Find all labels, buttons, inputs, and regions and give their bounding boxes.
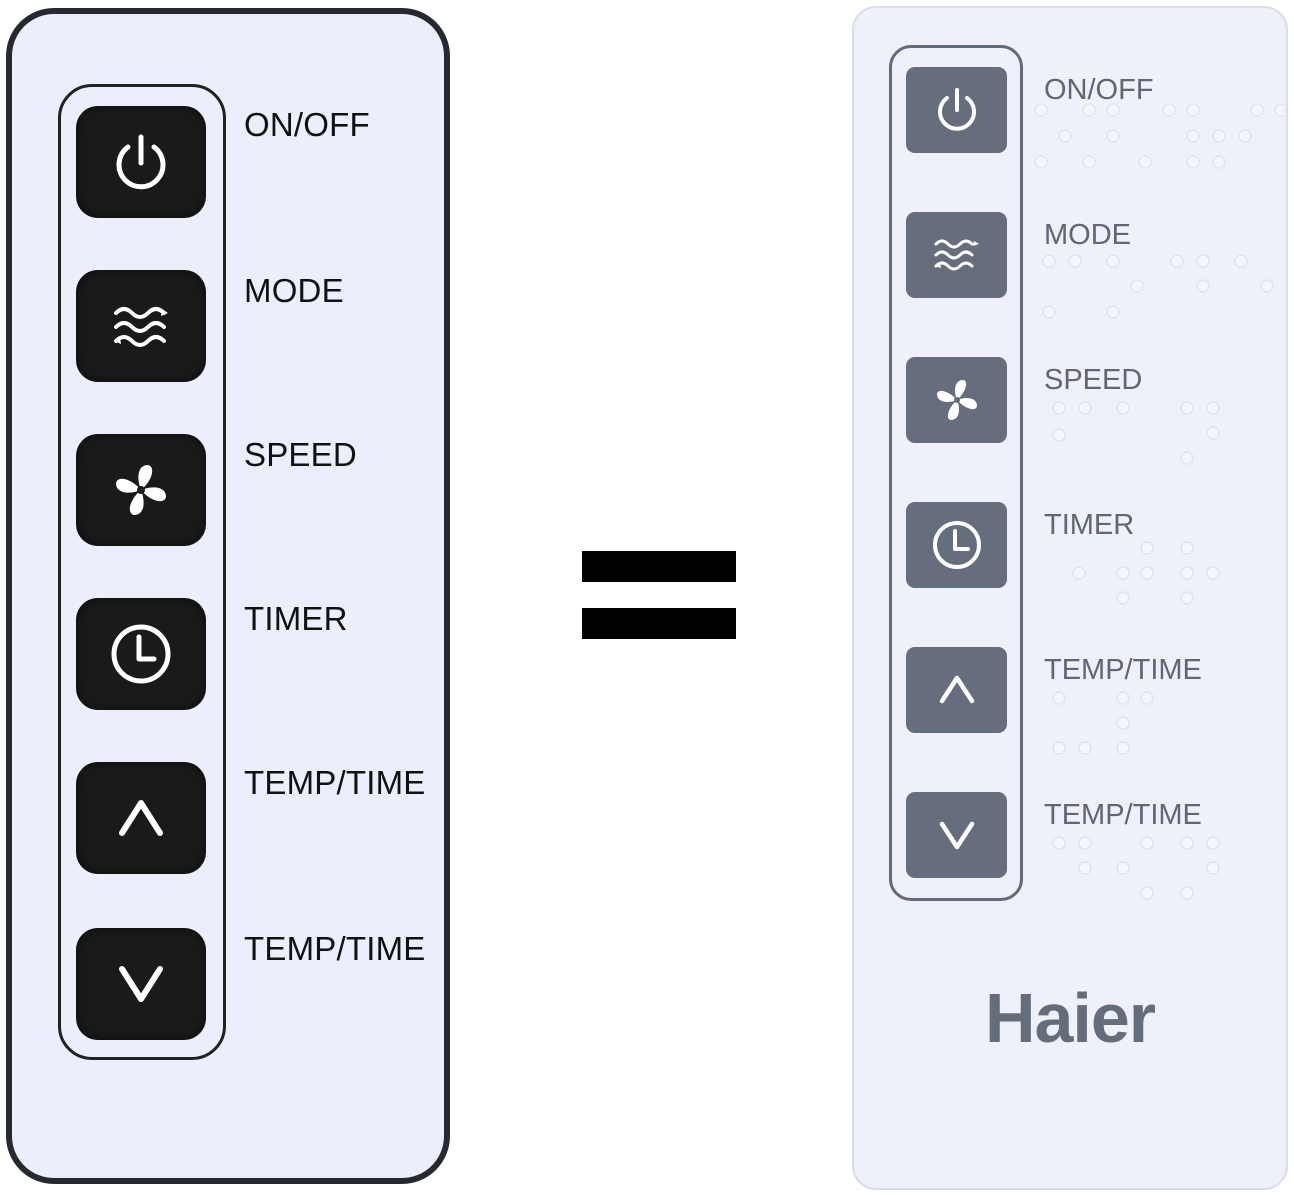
left-label-temp-down: TEMP/TIME [244, 930, 426, 967]
left-label-temp-up: TEMP/TIME [244, 764, 426, 801]
right-label-timer: TIMER [1044, 509, 1135, 541]
clock-icon [111, 624, 171, 684]
right-speed-button[interactable] [906, 357, 1007, 443]
right-power-button[interactable] [906, 67, 1007, 153]
power-icon [937, 88, 976, 131]
left-button-panel [58, 84, 226, 1060]
left-label-on-off: ON/OFF [244, 106, 370, 143]
left-remote: ON/OFF MODE SPEED [6, 8, 450, 1184]
equals-bar-bottom [582, 608, 736, 639]
right-remote: ON/OFF MODE SPEED [852, 6, 1288, 1190]
right-label-temp-up: TEMP/TIME [1044, 654, 1202, 686]
left-label-timer: TIMER [244, 600, 348, 637]
right-timer-button[interactable] [906, 502, 1007, 588]
left-label-speed: SPEED [244, 436, 357, 473]
power-icon [116, 134, 166, 190]
chevron-up-icon [119, 800, 163, 836]
left-timer-button[interactable] [76, 598, 206, 710]
chevron-down-icon [119, 966, 163, 1002]
fan-icon [936, 380, 977, 420]
clock-icon [932, 521, 981, 569]
left-temp-up-button[interactable] [76, 762, 206, 874]
right-label-on-off: ON/OFF [1044, 74, 1154, 106]
fan-icon [116, 465, 166, 515]
mode-waves-icon [934, 239, 979, 271]
equals-bar-top [582, 551, 736, 582]
mode-waves-icon [114, 307, 168, 347]
left-temp-down-button[interactable] [76, 928, 206, 1040]
chevron-down-icon [939, 821, 974, 850]
brand-logo: Haier [984, 979, 1156, 1057]
right-mode-button[interactable] [906, 212, 1007, 298]
right-temp-down-button[interactable] [906, 792, 1007, 878]
left-power-button[interactable] [76, 106, 206, 218]
left-speed-button[interactable] [76, 434, 206, 546]
right-label-temp-down: TEMP/TIME [1044, 799, 1202, 831]
left-mode-button[interactable] [76, 270, 206, 382]
braille-dots [1034, 103, 1284, 900]
right-temp-up-button[interactable] [906, 647, 1007, 733]
right-label-mode: MODE [1044, 219, 1131, 251]
chevron-up-icon [939, 675, 974, 704]
left-label-mode: MODE [244, 272, 344, 309]
right-label-speed: SPEED [1044, 364, 1143, 396]
right-button-panel [889, 45, 1023, 901]
